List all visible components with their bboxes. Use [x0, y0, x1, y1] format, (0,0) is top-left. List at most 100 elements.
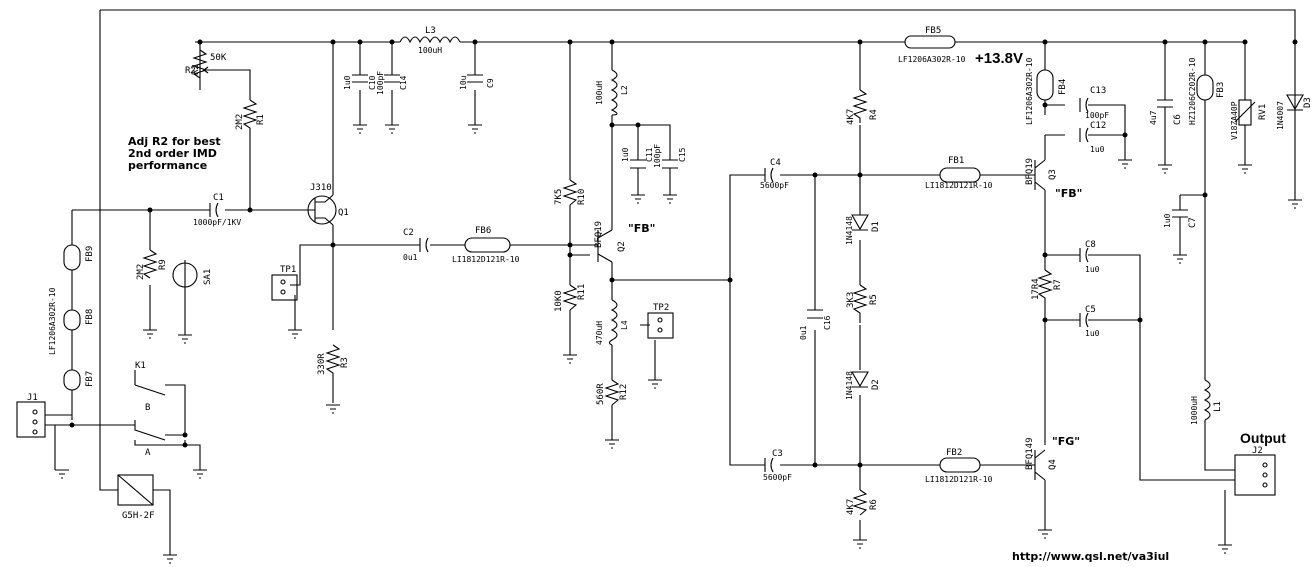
- stage-label-q3: "FB": [1055, 187, 1082, 200]
- val-c16: 0u1: [799, 325, 808, 340]
- val-r10: 7K5: [554, 189, 564, 205]
- resistor-r12: [604, 379, 620, 406]
- ferrite-fb6: [464, 237, 511, 253]
- val-r3: 330R: [317, 353, 327, 375]
- relay-pos-b: B: [145, 403, 150, 413]
- ref-r11: R11: [577, 284, 587, 300]
- ref-fb4: FB4: [1058, 79, 1068, 95]
- ref-fb8: FB8: [85, 309, 95, 325]
- ref-r4: R4: [869, 109, 879, 120]
- resistor-r10: [562, 179, 578, 206]
- val-c1: 1000pF/1KV: [193, 218, 241, 227]
- ref-c7: C7: [1188, 217, 1198, 228]
- inductor-l4: [608, 299, 618, 346]
- inductor-l3: [399, 36, 461, 44]
- ref-r3: R3: [340, 357, 350, 368]
- val-r5: 3K3: [846, 292, 856, 308]
- ferrite-fb8: [63, 309, 81, 331]
- supply-voltage-label: +13.8V: [975, 50, 1023, 67]
- ref-j2: J2: [1252, 446, 1263, 456]
- ref-sa1: SA1: [203, 269, 213, 285]
- capacitor-c3: [764, 457, 774, 473]
- transistor-q4: [1034, 449, 1046, 481]
- component-symbols: [16, 35, 1304, 555]
- val-c13: 100pF: [1085, 111, 1109, 120]
- ref-c9: C9: [486, 78, 495, 88]
- val-fb1: LI1812D121R-10: [925, 181, 993, 190]
- ref-c8: C8: [1085, 240, 1096, 250]
- ferrite-fb7: [63, 369, 81, 391]
- resistor-r7: [1037, 269, 1053, 300]
- ref-c10: C10: [368, 75, 377, 90]
- ground-symbols: [55, 124, 1302, 564]
- inductor-l2: [610, 69, 618, 116]
- val-r1: 2M2: [235, 114, 245, 130]
- val-c12: 1u0: [1090, 145, 1105, 154]
- capacitor-c2: [419, 237, 429, 253]
- val-q4: BFQ149: [1025, 437, 1035, 470]
- note-line-2: 2nd order IMD: [128, 147, 217, 160]
- ref-q3: Q3: [1048, 169, 1058, 180]
- relay-pos-a: A: [145, 448, 151, 458]
- ref-c15: C15: [678, 147, 687, 162]
- ref-l3: L3: [425, 26, 436, 36]
- val-r11: 10K0: [554, 290, 564, 312]
- capacitor-c14: [384, 74, 400, 83]
- ref-r1: R1: [256, 114, 266, 125]
- capacitor-c8: [1079, 247, 1100, 263]
- val-rv1: V18ZA40P: [1230, 101, 1239, 140]
- val-c4: 5600pF: [760, 181, 789, 190]
- ref-k1: K1: [135, 361, 146, 371]
- testpoint-tp1: [271, 274, 298, 301]
- val-c11: 1u0: [621, 147, 630, 162]
- ref-d2: D2: [871, 379, 881, 390]
- varistor-rv1: [1238, 99, 1252, 126]
- ref-l2: L2: [620, 85, 629, 95]
- val-l4: 470uH: [595, 321, 604, 345]
- val-c9: 10u: [459, 75, 468, 90]
- ref-fb9: FB9: [85, 246, 95, 262]
- capacitor-c12: [1079, 127, 1110, 143]
- ref-c5: C5: [1085, 305, 1096, 315]
- val-fb5: LF1206A302R-10: [898, 55, 966, 64]
- ref-fb3: FB3: [1216, 82, 1226, 98]
- connector-j2: [1234, 454, 1276, 496]
- resistor-r5: [852, 284, 868, 323]
- val-l2: 100uH: [595, 81, 604, 105]
- val-r12: 560R: [596, 383, 606, 405]
- ref-j1: J1: [27, 393, 38, 403]
- junction-dots: [69, 39, 1298, 468]
- val-fb8: LF1206A302R-10: [48, 287, 57, 355]
- val-q2: BFQ19: [594, 221, 604, 248]
- val-c6: 4u7: [1149, 110, 1158, 125]
- transistor-q1: [307, 195, 337, 225]
- ref-fb2: FB2: [946, 448, 962, 458]
- stage-label-q4: "FG": [1052, 435, 1080, 448]
- note-line-3: performance: [128, 159, 207, 172]
- resistor-r4: [852, 89, 868, 123]
- val-r2: 50K: [210, 53, 227, 63]
- ref-c1: C1: [213, 193, 224, 203]
- ref-r6: R6: [869, 499, 879, 510]
- ref-r7: R7: [1053, 279, 1063, 290]
- output-label: Output: [1240, 430, 1286, 446]
- val-c15: 100pF: [653, 144, 662, 168]
- ref-d1: D1: [871, 221, 881, 232]
- ref-c4: C4: [770, 158, 781, 168]
- val-q3: BFQ19: [1025, 158, 1035, 185]
- ferrite-fb1: [939, 167, 981, 183]
- val-d1: 1N4148: [845, 216, 854, 245]
- val-d2: 1N4148: [845, 371, 854, 400]
- val-r6: 4K7: [846, 499, 856, 515]
- val-c3: 5600pF: [763, 473, 792, 482]
- ref-r2-alt: R2: [191, 64, 201, 75]
- resistor-r9: [142, 249, 158, 279]
- capacitor-c13: [1079, 97, 1110, 113]
- inductor-l1: [1203, 379, 1211, 421]
- val-l3: 100uH: [418, 46, 442, 55]
- resistor-r6: [852, 489, 868, 516]
- resistor-r11: [562, 284, 578, 311]
- ref-c3: C3: [772, 449, 783, 459]
- ref-c12: C12: [1090, 121, 1106, 131]
